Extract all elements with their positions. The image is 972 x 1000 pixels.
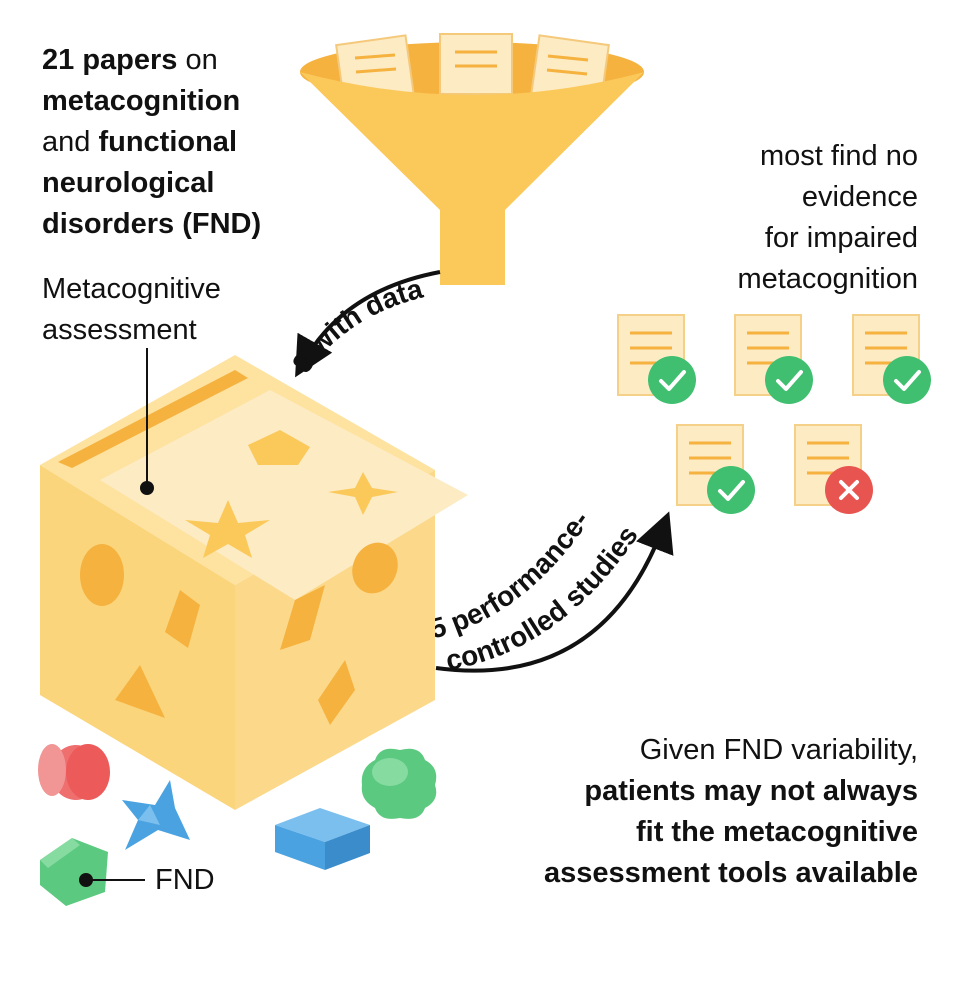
study-paper-4	[676, 424, 755, 514]
conclusion-text: Given FND variability, patients may not …	[420, 730, 918, 894]
rhombus-hole	[280, 585, 325, 650]
arrow-controlled	[435, 511, 674, 673]
funnel-paper-3	[530, 34, 610, 104]
finding-line2: evidence	[801, 181, 918, 213]
study-paper-2	[734, 314, 813, 404]
green-pentagon-shape	[40, 838, 145, 906]
controlled-label-line2: controlled studies	[443, 520, 643, 676]
circle-hole	[80, 544, 124, 606]
study-paper-1	[617, 314, 696, 404]
conclusion-line2: patients may not always	[584, 775, 918, 807]
star-hole	[185, 500, 270, 558]
conclusion-line1: Given FND variability,	[639, 734, 918, 766]
intro-on: on	[185, 44, 218, 76]
conclusion-line4: assessment tools available	[544, 857, 918, 889]
oval-hole	[352, 542, 398, 594]
fnd-label: FND	[155, 864, 215, 896]
study-paper-5	[794, 424, 873, 514]
finding-line3: for impaired	[764, 222, 918, 254]
controlled-label-line1: 5 performance-	[427, 505, 596, 644]
intro-topic2-line3: disorders (FND)	[42, 208, 262, 240]
funnel-paper-1	[335, 34, 415, 104]
shape-sorter-box	[40, 348, 468, 810]
check-icon	[883, 356, 931, 404]
pentagon-hole	[248, 430, 310, 465]
assessment-label-line2: assessment	[42, 314, 197, 346]
check-icon	[707, 466, 755, 514]
red-cylinder-shape	[38, 744, 110, 800]
assessment-pointer-dot	[140, 481, 154, 495]
triangle-hole	[115, 665, 165, 718]
check-icon	[648, 356, 696, 404]
intro-topic2-line2: neurological	[42, 167, 215, 199]
assessment-label: Metacognitive assessment	[42, 269, 302, 351]
funnel-icon	[300, 33, 644, 285]
intro-count: 21 papers	[42, 44, 178, 76]
intro-topic2-line1: functional	[98, 126, 237, 158]
blue-block-shape	[275, 808, 370, 870]
intro-topic: metacognition	[42, 85, 241, 117]
fnd-pointer-dot	[79, 873, 93, 887]
kite-hole	[318, 660, 355, 725]
funnel-paper-2	[439, 33, 513, 95]
assessment-label-line1: Metacognitive	[42, 273, 221, 305]
intro-and: and	[42, 126, 91, 158]
blue-star-shape	[122, 780, 190, 850]
finding-line1: most find no	[760, 140, 918, 172]
finding-line4: metacognition	[737, 263, 918, 295]
cross-icon	[825, 466, 873, 514]
with-data-label: 8 with data	[286, 273, 426, 379]
conclusion-line3: fit the metacognitive	[636, 816, 918, 848]
study-paper-3	[852, 314, 931, 404]
intro-text: 21 papers on metacognition and functiona…	[42, 40, 342, 245]
check-icon	[765, 356, 813, 404]
four-star-hole	[328, 472, 398, 515]
diamond-hole	[165, 590, 200, 648]
finding-text: most find no evidence for impaired metac…	[600, 136, 918, 300]
arrow-with-data	[295, 270, 441, 378]
